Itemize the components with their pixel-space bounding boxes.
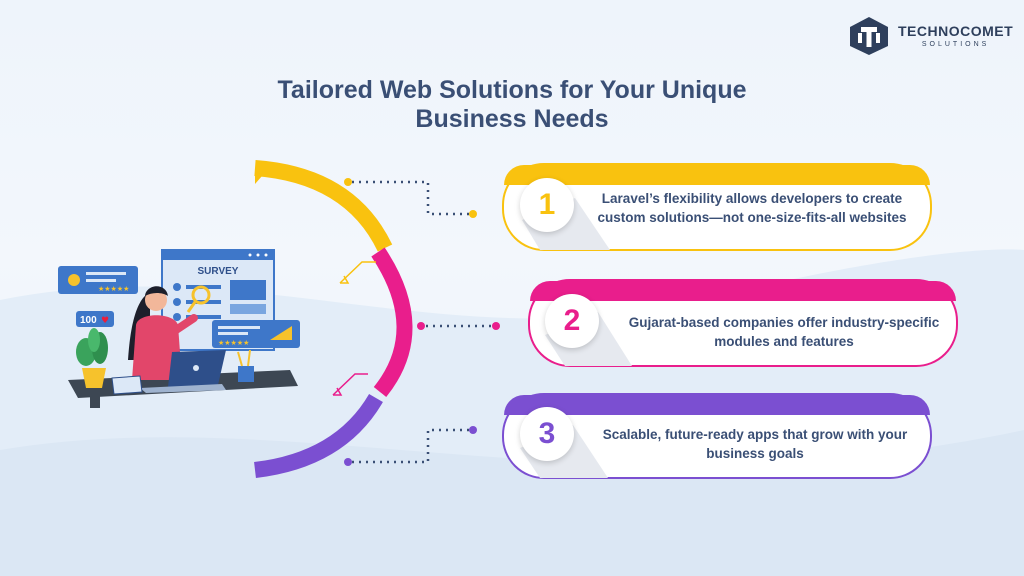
svg-text:★★★★★: ★★★★★ [218,339,249,347]
step-card-3-accent [504,395,930,415]
likes-count: 100 [80,315,97,326]
technocomet-logo-icon [850,17,888,55]
page-title-line1: Tailored Web Solutions for Your Unique [277,76,747,104]
step-card-1-accent [504,165,930,185]
step-badge-2: 2 [545,294,599,348]
brand-tagline: SOLUTIONS [921,41,990,48]
arrow-yellow [339,261,376,284]
arc-purple [254,393,383,478]
step-card-2-accent [530,281,956,301]
likes-bubble [76,311,114,327]
page-title-line2: Business Needs [415,105,609,133]
survey-label: SURVEY [198,266,239,277]
plant-pot [82,368,106,388]
heart-icon: ♥ [101,316,109,326]
page-title: Tailored Web Solutions for Your Unique B… [250,76,774,134]
step-badge-3: 3 [520,407,574,461]
brand-logo: TECHNOCOMET SOLUTIONS [848,16,1013,56]
brand-name: TECHNOCOMET [898,23,1014,39]
person-body [132,315,182,380]
step-text-1: Laravel’s flexibility allows developers … [597,191,907,225]
arc-yellow [254,160,393,252]
step-text-2: Gujarat-based companies offer industry-s… [628,315,940,349]
arc-pink [371,247,413,398]
step-badge-1: 1 [520,178,574,232]
arrow-pink [332,373,368,396]
svg-text:★★★★★: ★★★★★ [98,285,129,293]
step-text-3: Scalable, future-ready apps that grow wi… [602,427,908,461]
